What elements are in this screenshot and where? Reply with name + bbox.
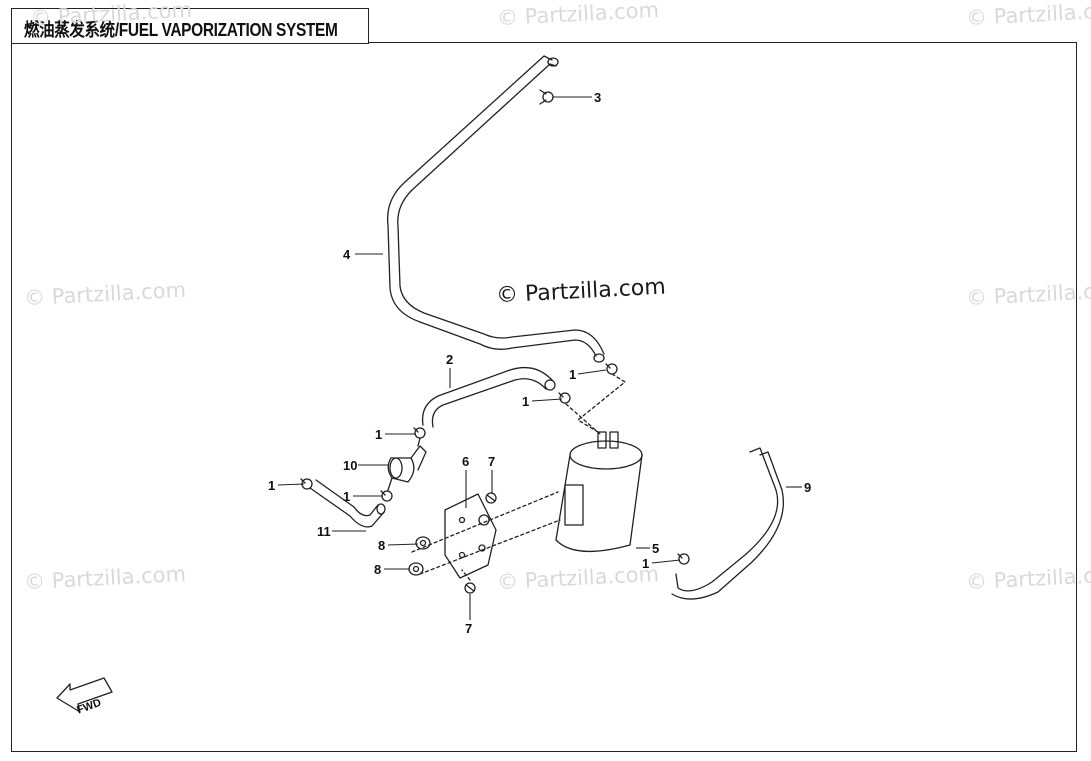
callout-10[interactable]: 10 [343, 458, 357, 473]
title-box: 燃油蒸发系统/FUEL VAPORIZATION SYSTEM [11, 8, 369, 44]
callout-1[interactable]: 1 [569, 367, 576, 382]
hose-9[interactable] [671, 447, 785, 600]
callout-7[interactable]: 7 [488, 454, 495, 469]
hose-4[interactable] [386, 55, 605, 363]
callout-1[interactable]: 1 [268, 478, 275, 493]
callout-11[interactable]: 11 [317, 524, 331, 539]
bracket-6[interactable] [444, 493, 497, 579]
callout-leaders [277, 96, 802, 620]
callout-9[interactable]: 9 [804, 480, 811, 495]
assembly-leaders [411, 373, 626, 581]
clamp-3[interactable] [539, 89, 554, 105]
canister-5[interactable] [555, 431, 643, 553]
bolt-7b[interactable] [464, 582, 476, 594]
callout-6[interactable]: 6 [462, 454, 469, 469]
callout-1[interactable]: 1 [375, 427, 382, 442]
hose-2[interactable] [421, 366, 556, 428]
fwd-arrow [56, 677, 113, 713]
bolt-7a[interactable] [485, 492, 497, 504]
fwd-label: FWD [75, 697, 103, 717]
clamp-1b[interactable] [558, 392, 571, 404]
callout-5[interactable]: 5 [652, 541, 659, 556]
callout-8[interactable]: 8 [374, 562, 381, 577]
callout-1[interactable]: 1 [642, 556, 649, 571]
clamp-1a[interactable] [605, 363, 618, 375]
callout-1[interactable]: 1 [343, 489, 350, 504]
clamp-1c[interactable] [413, 427, 426, 439]
callout-1[interactable]: 1 [522, 394, 529, 409]
callout-8[interactable]: 8 [378, 538, 385, 553]
callout-2[interactable]: 2 [446, 352, 453, 367]
nut-8a[interactable] [415, 536, 431, 550]
clamp-1f[interactable] [677, 553, 690, 565]
filter-10[interactable] [387, 437, 427, 491]
page-title: 燃油蒸发系统/FUEL VAPORIZATION SYSTEM [24, 20, 338, 40]
callout-3[interactable]: 3 [594, 90, 601, 105]
diagram-frame [11, 42, 1077, 752]
callout-4[interactable]: 4 [343, 247, 351, 262]
callout-7[interactable]: 7 [465, 621, 472, 636]
hose-11[interactable] [309, 479, 386, 528]
